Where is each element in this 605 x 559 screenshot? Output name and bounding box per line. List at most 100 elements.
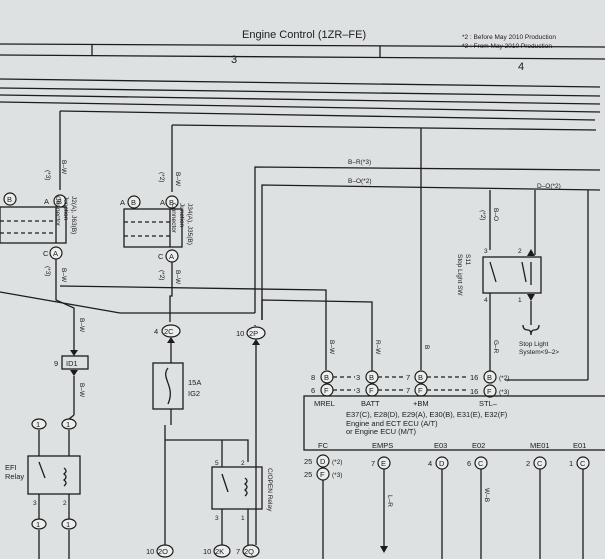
wire-label-b-w: B–W: [60, 268, 67, 283]
efi-relay: [27, 455, 81, 495]
wire-b-r3: [254, 166, 601, 313]
wire-label-l-r: L–R: [386, 495, 393, 507]
svg-text:C: C: [537, 459, 543, 468]
svg-text:B: B: [369, 373, 374, 382]
wire-to-copen-relay: [165, 439, 249, 462]
ecu-description: Engine and ECT ECU (A/T)or Engine ECU (M…: [346, 419, 438, 436]
junction-connector-label: J34(A), J35(B)JunctionConnector: [170, 203, 193, 245]
pin-num: 4: [428, 459, 432, 468]
svg-text:2C: 2C: [164, 327, 174, 336]
note-star2: (*2): [332, 459, 342, 466]
wire-label-b-o: B–O: [492, 208, 499, 221]
wire-label-b-w: B–W: [328, 340, 335, 355]
wire-label-b-w: B–W: [174, 172, 181, 187]
pin-a-label: A: [44, 197, 49, 206]
svg-text:C: C: [478, 459, 484, 468]
bus-line: [0, 94, 601, 105]
column-border-bottom: [0, 54, 605, 60]
ecu-pin-d-e03: D: [435, 456, 449, 470]
note-star2: (*2): [158, 172, 165, 182]
ecu-pin-c-e02: C: [474, 456, 488, 470]
svg-text:D: D: [439, 459, 445, 468]
note-before-may-2010: *2 : Before May 2010 Production: [462, 34, 556, 41]
efi-relay-pin-1-bottom: 1: [61, 518, 77, 530]
copen-relay: [211, 466, 263, 510]
svg-text:A: A: [53, 249, 58, 258]
svg-text:1: 1: [66, 520, 70, 529]
pin-c-label: C: [158, 252, 164, 261]
pin-a-label: A: [120, 198, 125, 207]
svg-text:2Q: 2Q: [244, 547, 254, 556]
bus-line: [171, 124, 597, 131]
connector-id1-pin: 9: [54, 359, 58, 368]
connector-2k-pin: 10: [203, 547, 211, 556]
pin-c-label: C: [43, 249, 49, 258]
fuse-name: IG2: [188, 389, 200, 398]
pin-b: B: [53, 194, 67, 208]
wire-label-b-r3: B–R(*3): [348, 159, 371, 166]
pin-num: 2: [526, 459, 530, 468]
pin-num: 3: [356, 373, 360, 382]
bus-line: [0, 78, 601, 88]
wire-label-b-o2: B–O(*2): [348, 178, 371, 185]
pin-a-label: A: [160, 198, 165, 207]
connector-2c-pin: 4: [154, 327, 158, 336]
fuse-amperage: 15A: [188, 378, 201, 387]
efi-relay-pin-3: 3: [33, 500, 37, 507]
svg-text:B: B: [7, 195, 12, 204]
note-star2: (*2): [479, 210, 486, 220]
ecu-pin-c-e01: C: [576, 456, 590, 470]
wire-label-g-r: G–R: [492, 340, 499, 354]
pin-num: 3: [356, 386, 360, 395]
wire-label-w-b: W–B: [483, 488, 490, 502]
column-border-top: [0, 43, 605, 48]
svg-text:B: B: [418, 373, 423, 382]
note-star2: (*2): [158, 270, 165, 280]
svg-text:B: B: [487, 373, 492, 382]
ecu-connector-names: E37(C), E28(D), E29(A), E30(B), E31(E), …: [346, 410, 508, 419]
svg-text:1: 1: [36, 520, 40, 529]
ecu-term-stl: STL–: [479, 399, 498, 408]
pin-a: A: [165, 249, 179, 263]
wire-label-b-w: B–W: [78, 383, 85, 398]
connector-arrow: [252, 339, 260, 345]
ecu-term-fc: FC: [318, 441, 329, 450]
pin-num: 7: [406, 373, 410, 382]
note-star2: (*2): [499, 375, 509, 382]
svg-text:1: 1: [66, 420, 70, 429]
copen-relay-label: C/OPEN Relay: [266, 468, 273, 512]
junction-connector-label: J2(A), J63(B)JunctionConnector: [54, 196, 77, 234]
ecu-pin-b-batt: B: [365, 370, 379, 384]
svg-text:F: F: [487, 387, 492, 396]
ecu-pin-f-bm: F: [414, 383, 428, 397]
stop-switch-pin-3: 3: [484, 248, 488, 255]
ecu-term-e02: E02: [472, 441, 485, 450]
wire-b-o2: [261, 184, 601, 320]
pin-a: A: [49, 246, 63, 260]
connector-arrow: [70, 370, 78, 376]
connector-2p-pin: 10: [236, 329, 244, 338]
svg-text:1: 1: [36, 420, 40, 429]
copen-relay-pin-2: 2: [241, 460, 245, 467]
connector-2q: 2Q: [242, 544, 260, 558]
ecu-pin-b-mrel: B: [320, 370, 334, 384]
note-star3: (*3): [44, 266, 51, 276]
column-number-4: 4: [518, 61, 524, 73]
ecu-term-bm: +BM: [413, 399, 429, 408]
efi-relay-pin-1-top: 1: [61, 418, 77, 430]
svg-text:F: F: [320, 470, 325, 479]
efi-relay-pin-1-bottom: 1: [31, 518, 47, 530]
svg-text:F: F: [369, 386, 374, 395]
pin-num: 7: [406, 386, 410, 395]
ecu-pin-b-bm: B: [414, 370, 428, 384]
pin-b: B: [127, 195, 141, 209]
ecu-pin-e-emps: E: [377, 456, 391, 470]
junction-connector-mid: B B A A A C J34(A), J35(B)JunctionConnec…: [120, 195, 193, 263]
stop-switch-pin-4: 4: [484, 297, 488, 304]
ecu-pin-f-mrel: F: [320, 383, 334, 397]
fuse-ig2: [152, 362, 184, 410]
ecu-pin-b-stl: B: [483, 370, 497, 384]
svg-text:E: E: [381, 459, 386, 468]
page-title: Engine Control (1ZR–FE): [242, 29, 366, 41]
